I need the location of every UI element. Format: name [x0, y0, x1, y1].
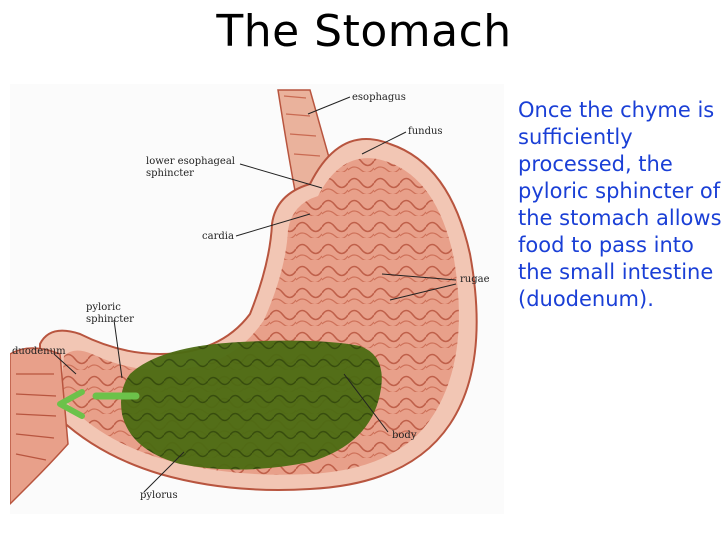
label-esophagus: esophagus — [352, 92, 406, 103]
label-lower-esophageal: lower esophageal — [146, 156, 235, 167]
label-lower-esophageal-sphincter: sphincter — [146, 168, 194, 179]
stomach-diagram: esophagus fundus lower esophageal sphinc… — [10, 84, 504, 514]
direction-arrow-icon — [57, 389, 140, 419]
label-cardia: cardia — [202, 231, 234, 242]
chyme-mass — [121, 340, 382, 470]
label-duodenum: duodenum — [12, 346, 66, 357]
duodenum-segment — [10, 347, 69, 506]
label-fundus: fundus — [408, 126, 443, 137]
caption-text: Once the chyme is sufficiently processed… — [518, 98, 722, 311]
label-body: body — [392, 430, 417, 441]
stomach-illustration: esophagus fundus lower esophageal sphinc… — [10, 89, 490, 506]
slide-title: The Stomach — [216, 6, 512, 57]
label-pylorus: pylorus — [140, 490, 178, 501]
label-pyloric: pyloric — [86, 302, 121, 313]
label-pyloric-sphincter: sphincter — [86, 314, 134, 325]
label-rugae: rugae — [460, 274, 490, 285]
